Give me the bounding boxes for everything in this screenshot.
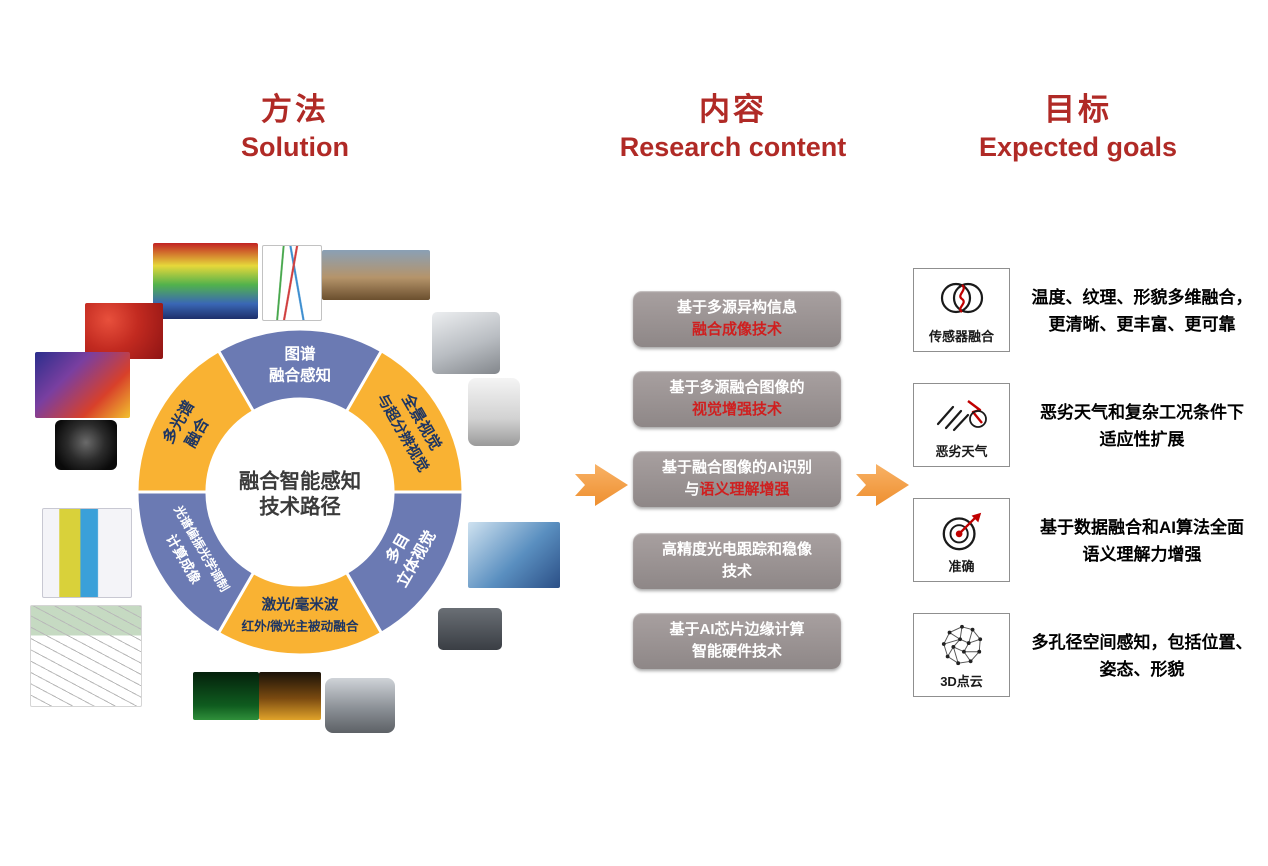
content-box-line1: 基于多源融合图像的 [669, 378, 805, 396]
goal-box-accuracy: 准确 [913, 498, 1010, 582]
header-solution-en: Solution [241, 132, 349, 162]
thumbnail-thermal-image [35, 352, 130, 418]
content-box-edge-computing-hardware: 基于AI芯片边缘计算 智能硬件技术 [633, 613, 841, 669]
goal-desc-line2: 语义理解力增强 [1082, 545, 1202, 565]
goal-label: 3D点云 [940, 674, 983, 689]
goal-desc-accuracy: 基于数据融合和AI算法全面 语义理解力增强 [1020, 514, 1264, 568]
bad-weather-icon [936, 400, 987, 432]
ring-center-title-line1: 融合智能感知 [239, 469, 361, 493]
content-box-line2: 融合成像技术 [691, 321, 782, 338]
content-box-line2-prefix: 与 [684, 481, 700, 498]
svg-text:红外/微光主被动融合: 红外/微光主被动融合 [242, 619, 359, 634]
arrow-solution-to-content [575, 464, 628, 506]
content-box-tracking-stabilization: 高精度光电跟踪和稳像 技术 [633, 533, 841, 589]
content-box-line1: 基于融合图像的AI识别 [661, 458, 812, 476]
solution-ring-diagram: 图谱 融合感知 全景视觉 与超分辨视觉 多目 立体视觉 激光/毫米波 红外/微光… [135, 327, 465, 657]
header-research-content: 内容 Research content [583, 84, 883, 163]
goal-label: 传感器融合 [928, 329, 994, 344]
goal-desc-point-cloud: 多孔径空间感知，包括位置、 姿态、形貌 [1020, 629, 1264, 683]
segment-multispectral-fusion [135, 348, 256, 494]
point-cloud-icon [941, 624, 982, 666]
goal-desc-line1: 基于数据融合和AI算法全面 [1040, 518, 1244, 537]
header-expected-goals: 目标 Expected goals [928, 84, 1228, 163]
thumbnail-infrared-people-image [259, 672, 321, 720]
thumbnail-night-vision-image [193, 672, 259, 720]
content-box-visual-enhancement: 基于多源融合图像的 视觉增强技术 [633, 371, 841, 427]
sensor-fusion-icon [940, 282, 983, 314]
thumbnail-multi-camera-cube [432, 312, 500, 374]
thumbnail-ptz-camera [468, 378, 520, 446]
header-expected-goals-zh: 目标 [1044, 92, 1112, 127]
thumbnail-stereo-depth-image [468, 522, 560, 588]
header-research-content-zh: 内容 [699, 92, 767, 127]
content-box-line2: 与语义理解增强 [637, 479, 837, 502]
thumbnail-stereo-camera [438, 608, 502, 650]
header-expected-goals-en: Expected goals [978, 132, 1178, 162]
goal-desc-line2: 适应性扩展 [1099, 430, 1185, 450]
content-box-line1: 基于多源异构信息 [676, 298, 797, 316]
goal-box-sensor-fusion: 传感器融合 [913, 268, 1010, 352]
segment-label-laser: 激光/毫米波 红外/微光主被动融合 [242, 595, 359, 633]
arrow-shape [575, 464, 628, 506]
content-box-line1: 基于AI芯片边缘计算 [669, 620, 805, 638]
content-box-fusion-imaging: 基于多源异构信息 融合成像技术 [633, 291, 841, 347]
thumbnail-spectral-curves-chart [262, 245, 322, 321]
goal-label: 准确 [948, 559, 975, 574]
svg-text:融合感知: 融合感知 [269, 365, 331, 384]
thumbnail-panorama-scene [322, 250, 430, 300]
ring-center-disc [210, 402, 390, 582]
thumbnail-camera-lens [55, 420, 117, 470]
thumbnail-gimbal-camera [325, 678, 395, 733]
svg-text:图谱: 图谱 [284, 344, 316, 363]
content-box-line1: 高精度光电跟踪和稳像 [661, 540, 812, 558]
goal-box-bad-weather: 恶劣天气 [913, 383, 1010, 467]
goal-desc-line2: 姿态、形貌 [1099, 660, 1185, 680]
header-solution: 方法 Solution [145, 84, 445, 163]
content-box-line2-highlight: 语义理解增强 [699, 481, 790, 498]
header-solution-zh: 方法 [261, 92, 329, 127]
header-research-content-en: Research content [619, 132, 847, 162]
content-box-line2: 视觉增强技术 [691, 401, 782, 418]
thumbnail-optical-path-diagram [30, 605, 142, 707]
goal-desc-sensor-fusion: 温度、纹理、形貌多维融合， 更清晰、更丰富、更可靠 [1020, 284, 1264, 338]
svg-text:激光/毫米波: 激光/毫米波 [262, 595, 339, 613]
goal-label: 恶劣天气 [935, 444, 988, 459]
content-box-ai-recognition: 基于融合图像的AI识别 与语义理解增强 [633, 451, 841, 507]
goal-box-point-cloud: 3D点云 [913, 613, 1010, 697]
goal-desc-line1: 温度、纹理、形貌多维融合， [1031, 288, 1253, 307]
content-box-line2: 技术 [721, 563, 752, 580]
goal-desc-line1: 恶劣天气和复杂工况条件下 [1040, 403, 1244, 422]
goal-desc-line2: 更清晰、更丰富、更可靠 [1048, 315, 1236, 335]
segment-label-tupu: 图谱 融合感知 [269, 344, 331, 384]
goal-desc-line1: 多孔径空间感知，包括位置、 [1031, 633, 1253, 652]
thumbnail-spectral-3d-surface [153, 243, 258, 319]
content-box-line2: 智能硬件技术 [691, 643, 782, 660]
thumbnail-red-fruit-image [85, 303, 163, 359]
ring-center-title-line2: 技术路径 [259, 494, 340, 518]
arrow-shape [856, 464, 909, 506]
goal-desc-bad-weather: 恶劣天气和复杂工况条件下 适应性扩展 [1020, 399, 1264, 453]
target-icon [942, 512, 981, 551]
thumbnail-spectrometer-diagram [42, 508, 132, 598]
arrow-content-to-goals [856, 464, 909, 506]
